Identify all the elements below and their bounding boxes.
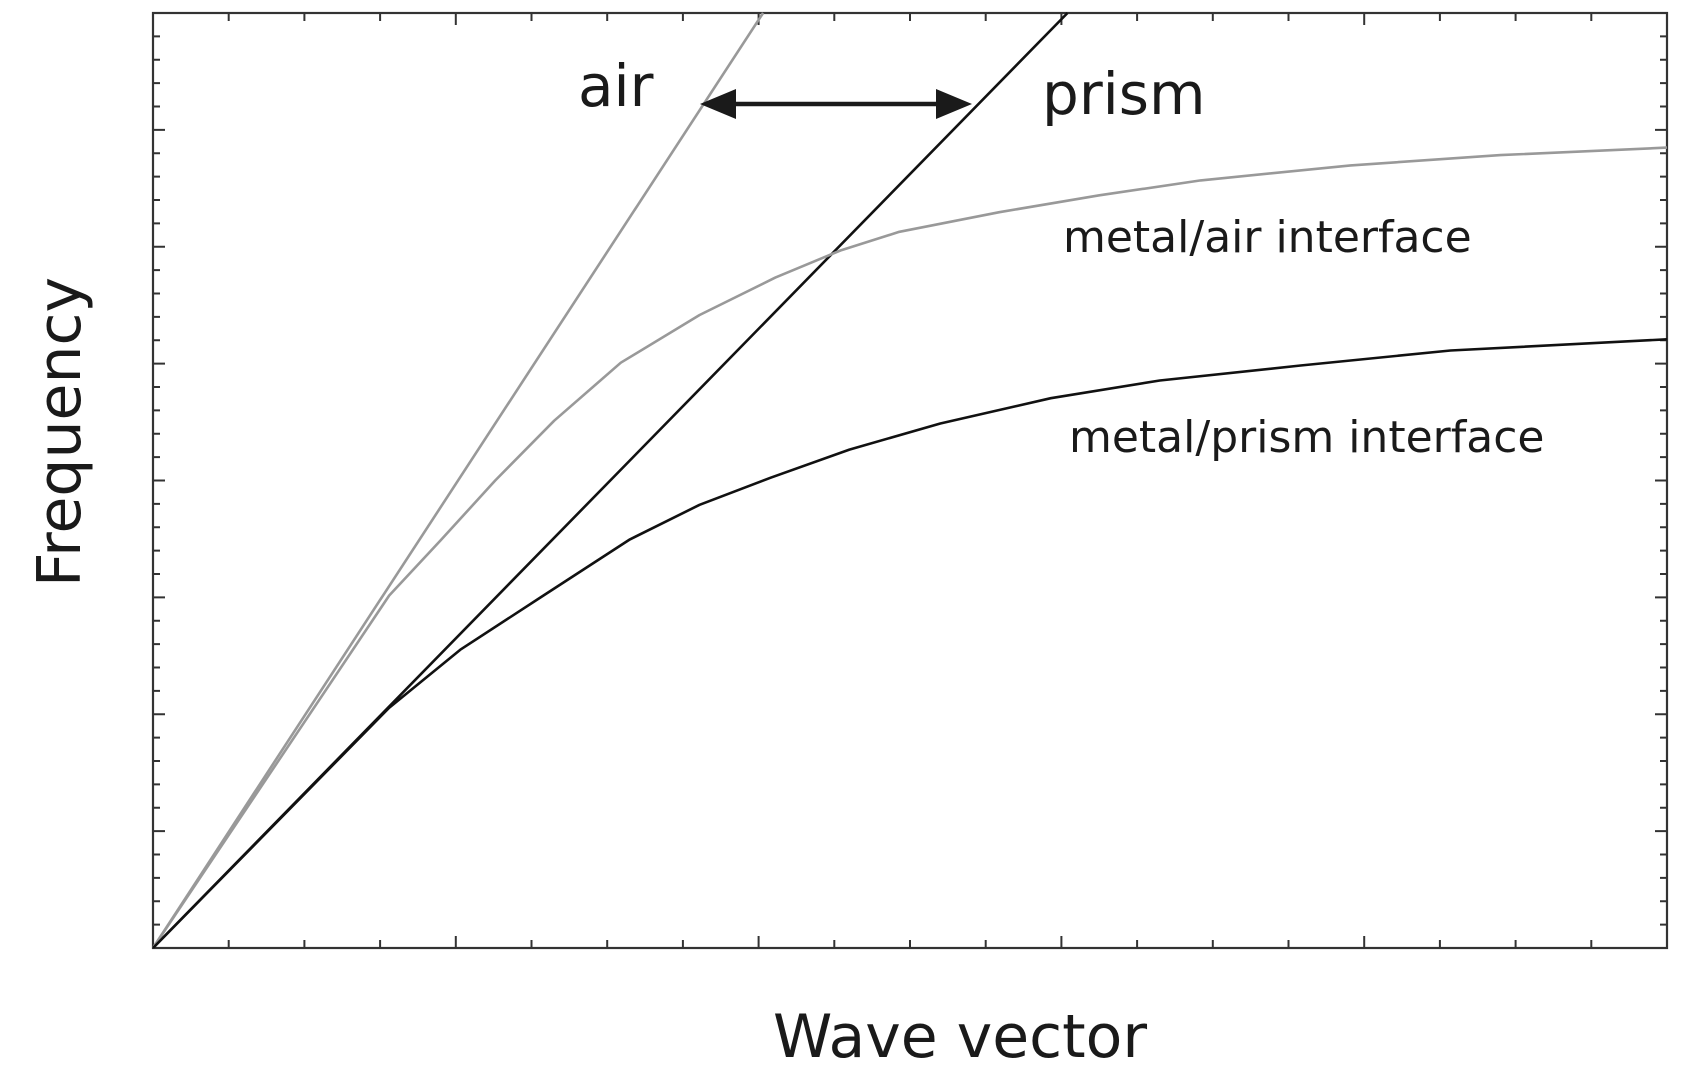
prism-label: prism <box>1042 60 1206 128</box>
series-metal-air-interface <box>151 146 1668 949</box>
air-label: air <box>578 52 654 120</box>
arrow-head-left-icon <box>700 89 736 119</box>
metal-prism-label: metal/prism interface <box>1069 412 1544 463</box>
y-axis-label: Frequency <box>25 277 95 587</box>
axis-ticks <box>153 13 1667 948</box>
series-group <box>151 12 1668 949</box>
series-metal-prism-interface <box>152 338 1668 949</box>
metal-air-label: metal/air interface <box>1063 212 1472 263</box>
series-air <box>151 12 765 949</box>
x-axis-label: Wave vector <box>773 1002 1147 1072</box>
plot-frame <box>151 11 1669 950</box>
arrow-head-right-icon <box>936 89 972 119</box>
